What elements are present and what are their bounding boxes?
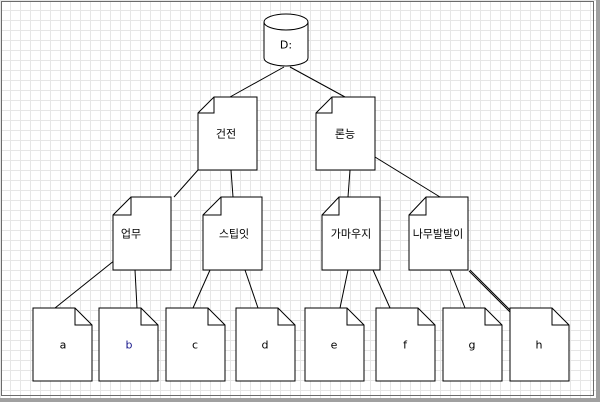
document-label-e: e: [331, 339, 338, 352]
document-node-d[interactable]: d: [235, 307, 296, 382]
edge-geonjeon-eopmu: [173, 169, 199, 198]
edge-eopmu-a: [54, 259, 116, 309]
root-drive-node[interactable]: D:: [263, 13, 309, 67]
edge-root-geonjeon: [229, 66, 285, 98]
folder-node-seutibit[interactable]: 스팁잇: [202, 196, 263, 271]
folder-node-namubalbari[interactable]: 나무발발이: [408, 196, 469, 271]
folder-label-eopmu: 업무: [121, 228, 141, 241]
folder-node-eopmu[interactable]: 업무: [112, 196, 172, 271]
edge-eopmu-b: [134, 269, 138, 309]
document-label-g: g: [469, 339, 476, 352]
edge-ronneung-gamauji: [347, 169, 351, 198]
edge-seutibit-d: [244, 269, 259, 309]
document-node-h[interactable]: h: [509, 307, 570, 382]
folder-label-namubalbari: 나무발발이: [413, 228, 464, 241]
edge-root-ronneung: [289, 66, 346, 98]
document-label-f: f: [403, 339, 408, 352]
folder-label-ronneung: 론능: [335, 128, 355, 141]
edge-seutibit-c: [192, 269, 211, 309]
document-label-a: a: [60, 339, 67, 352]
edges: [54, 66, 513, 314]
folder-label-gamauji: 가마우지: [331, 228, 371, 241]
document-label-b: b: [126, 339, 133, 352]
edge-gamauji-f: [372, 269, 391, 309]
edge-geonjeon-seutibit: [230, 169, 234, 198]
folder-label-geonjeon: 건전: [216, 128, 236, 141]
document-label-d: d: [262, 339, 269, 352]
folder-node-ronneung[interactable]: 론능: [315, 96, 376, 171]
edge-ronneung-namubalbari: [374, 156, 441, 198]
document-node-g[interactable]: g: [442, 307, 503, 382]
folder-node-geonjeon[interactable]: 건전: [197, 96, 258, 171]
document-node-c[interactable]: c: [165, 307, 226, 382]
folder-node-gamauji[interactable]: 가마우지: [321, 196, 381, 271]
document-node-b[interactable]: b: [98, 307, 159, 382]
document-node-a[interactable]: a: [32, 307, 93, 382]
edge-namubalbari-h-2: [468, 270, 512, 314]
document-label-c: c: [192, 339, 198, 352]
edge-namubalbari-h: [469, 269, 513, 313]
edge-namubalbari-g: [449, 269, 466, 309]
root-drive-label: D:: [280, 39, 292, 52]
folder-label-seutibit: 스팁잇: [219, 228, 249, 241]
document-node-e[interactable]: e: [304, 307, 365, 382]
document-label-h: h: [536, 339, 543, 352]
document-node-f[interactable]: f: [375, 307, 436, 382]
edge-gamauji-e: [339, 269, 349, 309]
